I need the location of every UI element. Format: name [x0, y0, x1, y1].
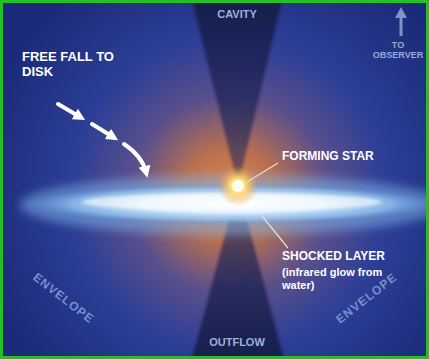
- callout-label: FORMING STAR: [282, 150, 412, 164]
- callout-label: SHOCKED LAYER: [282, 250, 412, 264]
- forming-star: [232, 180, 244, 192]
- region-label: CAVITY: [200, 8, 274, 21]
- observer-arrow: [395, 7, 407, 36]
- direction-label: TO OBSERVER: [371, 40, 425, 61]
- free-fall-arrow: [58, 104, 80, 117]
- free-fall-arrow: [92, 124, 113, 137]
- observer-arrow-shaft: [400, 16, 403, 36]
- region-label: OUTFLOW: [196, 336, 278, 349]
- region-label: ENVELOPE: [23, 266, 102, 332]
- leader-lines: [247, 163, 288, 248]
- process-label: FREE FALL TO DISK: [22, 50, 132, 80]
- free-fall-arrows: [58, 104, 146, 172]
- observer-arrow-head: [395, 7, 407, 18]
- leader-line: [262, 216, 288, 248]
- free-fall-arrow: [124, 144, 146, 172]
- star-glow: [218, 166, 258, 206]
- cavity-cone: [192, 0, 282, 186]
- leader-line: [247, 163, 278, 182]
